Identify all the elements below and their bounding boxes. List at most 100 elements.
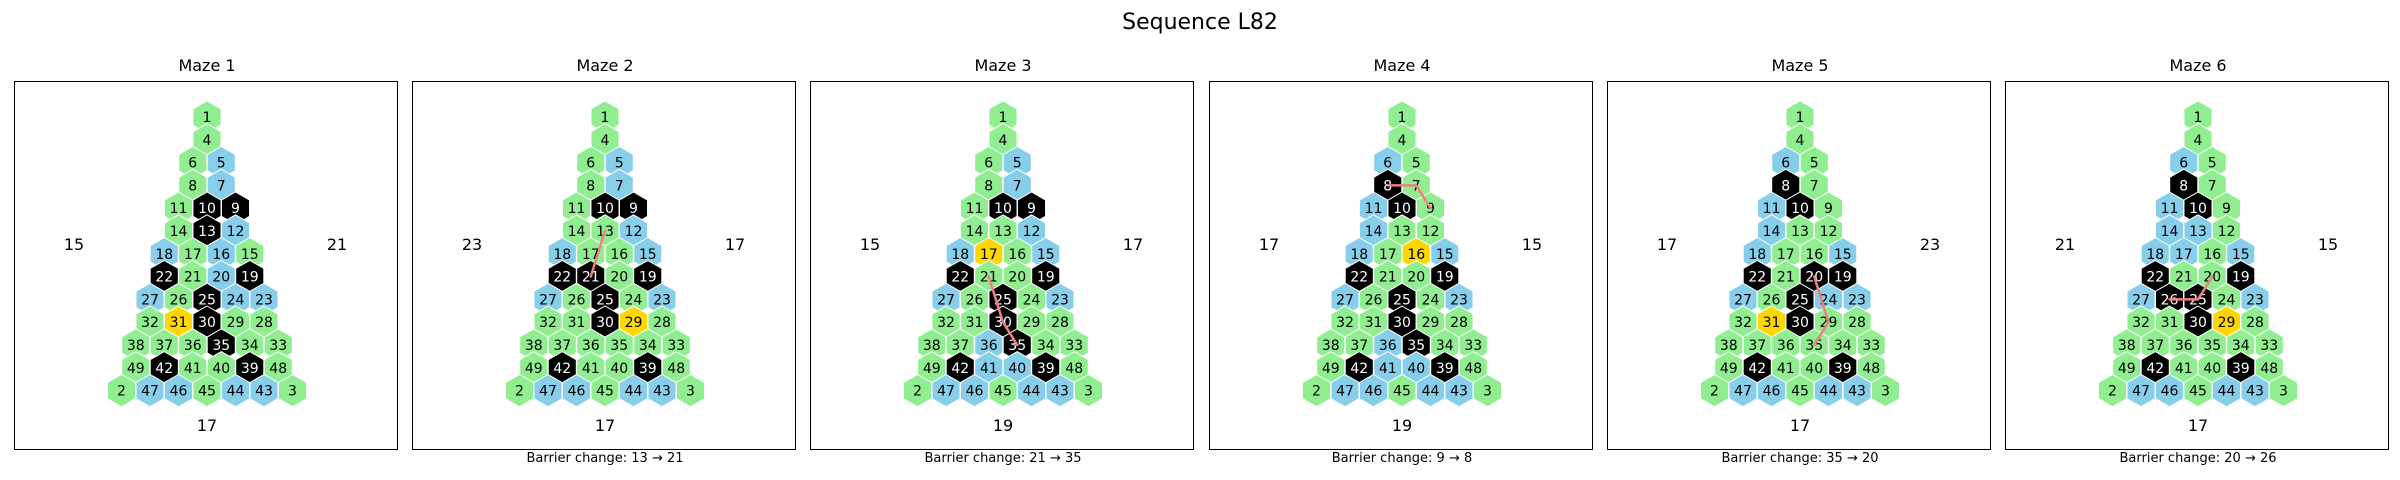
hex-cell-15: 15: [2226, 237, 2256, 271]
hex-cell-32: 32: [931, 305, 961, 339]
hex-cell-18: 18: [1344, 237, 1374, 271]
hex-cell-3: 3: [1472, 373, 1503, 408]
hex-cell-label: 14: [170, 224, 188, 240]
hex-cell-43: 43: [1842, 373, 1872, 408]
hex-cell-46: 46: [163, 373, 194, 408]
hex-cell-38: 38: [1714, 328, 1744, 362]
hex-cell-label: 39: [1834, 361, 1852, 377]
hex-cell-label: 6: [1383, 156, 1392, 172]
hex-cell-label: 19: [1436, 270, 1454, 286]
hex-cell-label: 14: [1365, 224, 1383, 240]
hex-cell-label: 46: [2161, 384, 2179, 400]
hex-shape: [2268, 373, 2299, 408]
hex-cell-label: 31: [1365, 315, 1383, 331]
hex-cell-label: 23: [1051, 292, 1069, 308]
hex-cell-label: 12: [1023, 224, 1041, 240]
hex-cell-label: 31: [2161, 315, 2179, 331]
hex-cell-label: 4: [203, 133, 212, 149]
hex-cell-label: 40: [1805, 361, 1823, 377]
hex-cell-label: 27: [1734, 292, 1752, 308]
hex-cell-40: 40: [1401, 351, 1431, 385]
hex-cell-11: 11: [561, 191, 592, 225]
hex-cell-label: 15: [1037, 247, 1055, 263]
hex-cell-14: 14: [561, 214, 592, 248]
hex-cell-label: 11: [1365, 201, 1383, 217]
hex-cell-label: 29: [227, 315, 245, 331]
hex-cell-label: 23: [1450, 292, 1468, 308]
hex-cell-12: 12: [618, 214, 649, 248]
hex-cell-label: 3: [686, 384, 695, 400]
hex-cell-label: 4: [999, 133, 1008, 149]
hex-cell-label: 36: [582, 338, 600, 354]
hex-cell-45: 45: [1785, 373, 1815, 408]
hex-cell-label: 42: [155, 361, 173, 377]
panel-caption: Barrier change: 35 → 20: [1721, 451, 1879, 466]
hex-cell-label: 13: [1393, 224, 1411, 240]
hex-cell-23: 23: [2240, 282, 2270, 317]
hex-cell-label: 49: [127, 361, 145, 377]
hex-cell-47: 47: [135, 373, 165, 408]
hex-cell-45: 45: [988, 373, 1018, 408]
hex-cell-label: 32: [1336, 315, 1354, 331]
hex-cell-label: 28: [1051, 315, 1069, 331]
hex-cell-label: 30: [1791, 315, 1809, 331]
hex-cell-21: 21: [2169, 259, 2199, 294]
hex-cell-label: 11: [2161, 201, 2179, 217]
hex-cell-label: 44: [2218, 384, 2236, 400]
hex-cell-label: 33: [1862, 338, 1880, 354]
hex-cell-36: 36: [576, 328, 606, 362]
hex-cell-label: 5: [2208, 156, 2217, 172]
hex-cell-label: 17: [2175, 247, 2193, 263]
hex-cell-29: 29: [618, 305, 649, 339]
hex-cell-label: 42: [2146, 361, 2164, 377]
hex-cell-label: 32: [937, 315, 955, 331]
hex-cell-13: 13: [192, 214, 222, 248]
side-label-bottom: 17: [595, 416, 615, 435]
hex-cell-16: 16: [206, 237, 236, 271]
hex-cell-label: 40: [2203, 361, 2221, 377]
hex-cell-label: 12: [1820, 224, 1838, 240]
hex-cell-label: 23: [1848, 292, 1866, 308]
hex-cell-label: 47: [937, 384, 955, 400]
hex-cell-label: 10: [2189, 201, 2207, 217]
hex-cell-label: 13: [1791, 224, 1809, 240]
hex-cell-15: 15: [1031, 237, 1061, 271]
hex-cell-label: 15: [1834, 247, 1852, 263]
side-label-bottom: 17: [2188, 416, 2208, 435]
hex-cell-label: 2: [1312, 384, 1321, 400]
hex-cell-label: 5: [615, 156, 624, 172]
hex-cell-label: 3: [2279, 384, 2288, 400]
hex-cell-label: 10: [596, 201, 614, 217]
barrier-path: [987, 275, 1019, 347]
hex-cell-44: 44: [2211, 373, 2242, 408]
hex-cell-label: 11: [966, 201, 984, 217]
hex-cell-47: 47: [2126, 373, 2156, 408]
hex-cell-label: 15: [2232, 247, 2250, 263]
hex-cell-39: 39: [1828, 351, 1858, 385]
hex-cell-label: 28: [1450, 315, 1468, 331]
hex-cell-label: 6: [2179, 156, 2188, 172]
hex-cell-label: 33: [269, 338, 287, 354]
hex-cell-3: 3: [675, 373, 706, 408]
hex-cell-label: 34: [1834, 338, 1852, 354]
hex-cell-label: 2: [2108, 384, 2117, 400]
hex-cell-label: 39: [2232, 361, 2250, 377]
hex-cell-label: 21: [1379, 270, 1397, 286]
hex-cell-label: 43: [2246, 384, 2264, 400]
hex-cell-label: 41: [184, 361, 202, 377]
side-label-bottom: 17: [197, 416, 217, 435]
hex-cell-36: 36: [2169, 328, 2199, 362]
hex-cell-39: 39: [1430, 351, 1460, 385]
hex-cell-label: 34: [1037, 338, 1055, 354]
hex-cell-label: 16: [1407, 247, 1425, 263]
hex-cell-label: 13: [198, 224, 216, 240]
side-label-right: 15: [2318, 235, 2338, 254]
hex-cell-40: 40: [604, 351, 634, 385]
side-label-left: 15: [860, 235, 880, 254]
hex-cell-label: 7: [217, 178, 226, 194]
hex-cell-label: 21: [1777, 270, 1795, 286]
hex-cell-3: 3: [2268, 373, 2299, 408]
hex-cell-label: 24: [227, 292, 245, 308]
